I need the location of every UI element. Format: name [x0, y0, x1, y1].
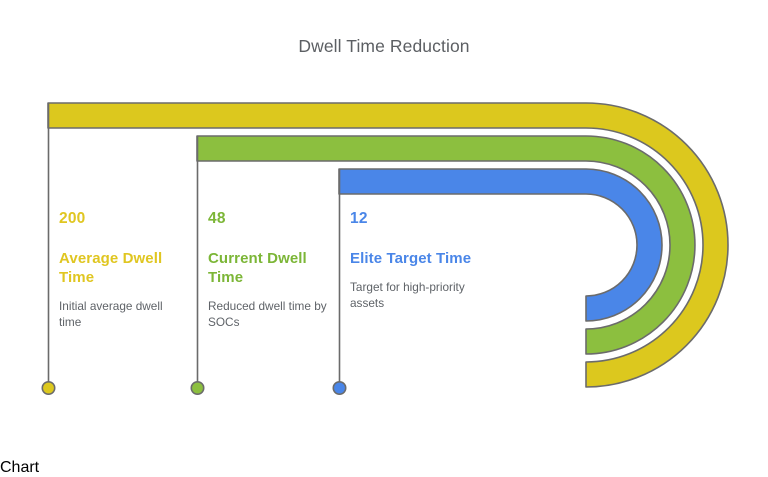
ribbon-band-blue	[338, 168, 663, 322]
stage-description: Initial average dwell time	[59, 299, 163, 330]
ribbon-band-yellow	[47, 102, 729, 388]
stage-title: Average Dwell Time	[59, 250, 163, 287]
ribbon-band-green	[196, 135, 696, 355]
ribbon-diagram	[41, 102, 729, 395]
stage-value: 12	[350, 210, 368, 227]
stage-label-average-dwell-time: 200 Average Dwell Time Initial average d…	[59, 210, 187, 331]
stage-label-elite-target-time: 12 Elite Target Time Target for high-pri…	[350, 210, 478, 312]
stage-title: Elite Target Time	[350, 250, 472, 268]
stage-description: Reduced dwell time by SOCs	[208, 299, 327, 330]
stage-label-current-dwell-time: 48 Current Dwell Time Reduced dwell time…	[208, 210, 336, 331]
page-title: Dwell Time Reduction	[298, 36, 470, 56]
stage-value: 48	[208, 210, 226, 227]
infographic-canvas: Dwell Time Reduction 200 Average Dwell T…	[41, 36, 729, 395]
node-dot-green	[190, 380, 205, 395]
node-dot-blue	[332, 380, 347, 395]
stage-description: Target for high-priority assets	[350, 280, 465, 311]
stage-value: 200	[59, 210, 86, 227]
node-dot-yellow	[41, 380, 56, 395]
stage-title: Current Dwell Time	[208, 250, 307, 287]
